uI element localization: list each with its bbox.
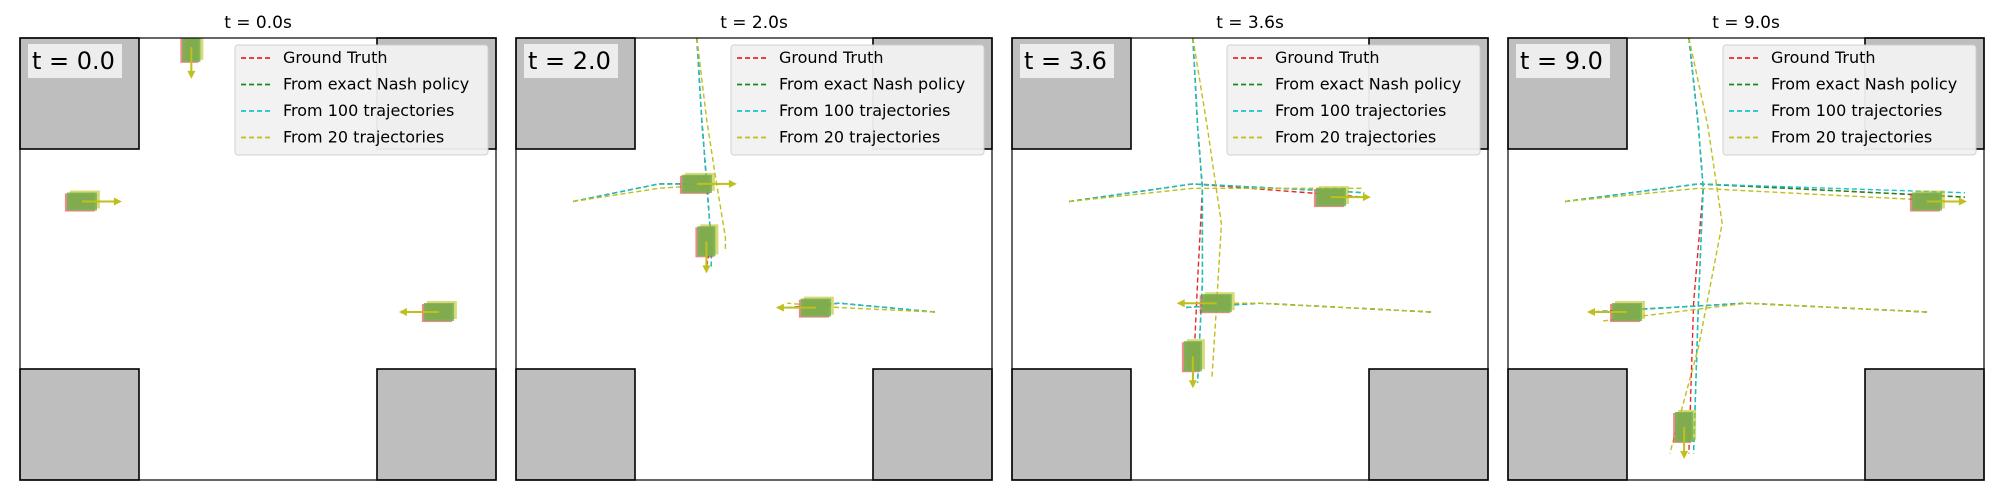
legend-label: From exact Nash policy: [1771, 75, 1957, 94]
heading-arrow-head: [775, 303, 784, 312]
time-badge-bg: [524, 44, 618, 78]
plot-frame: [515, 37, 993, 481]
wall-bottom-left: [1507, 368, 1628, 481]
wall-bottom-right: [376, 368, 497, 481]
heading-arrow-head: [702, 265, 711, 274]
heading-arrow-head: [398, 308, 407, 317]
panel-title: t = 0.0s: [224, 13, 292, 33]
vehicle: [1181, 339, 1205, 389]
wall-bottom-right: [1864, 368, 1985, 481]
panel-title: t = 9.0s: [1712, 13, 1780, 33]
trajectory-traj20: [1669, 38, 1723, 454]
trajectories: [572, 38, 935, 318]
time-badge-bg: [1020, 44, 1114, 78]
vehicle: [679, 172, 737, 194]
vehicle: [64, 190, 122, 212]
trajectory-traj20: [1069, 187, 1365, 203]
trajectory-traj20: [1192, 38, 1223, 379]
legend-box: [1722, 44, 1977, 156]
heading-arrow-head: [1587, 308, 1595, 317]
vehicle: [1587, 301, 1645, 323]
legend-label: From exact Nash policy: [283, 75, 469, 94]
heading-arrow-head: [728, 179, 737, 188]
trajectory-traj100: [1069, 183, 1365, 203]
time-badge: t = 0.0: [32, 47, 115, 75]
legend-label: From exact Nash policy: [779, 75, 965, 94]
time-badge-bg: [28, 44, 122, 78]
trajectories: [1565, 38, 1967, 459]
legend-label: From 20 trajectories: [779, 128, 940, 147]
vehicle: [695, 224, 719, 274]
plot-frame: [1011, 37, 1489, 481]
wall-bottom-right: [1368, 368, 1489, 481]
vehicle: [398, 301, 457, 323]
legend-label: From 100 trajectories: [1771, 101, 1942, 120]
heading-arrow-head: [1188, 380, 1197, 389]
heading-arrow-head: [187, 70, 196, 79]
legend-label: From 20 trajectories: [1275, 128, 1436, 147]
time-badge: t = 3.6: [1024, 47, 1107, 75]
heading-arrow-head: [1958, 197, 1967, 206]
legend-label: Ground Truth: [779, 48, 884, 67]
wall-bottom-left: [515, 368, 636, 481]
legend-box: [1226, 44, 1481, 156]
plot-frame: [19, 37, 497, 481]
time-badge: t = 9.0: [1520, 47, 1603, 75]
heading-arrow-head: [1362, 193, 1371, 202]
heading-arrow-head: [113, 197, 122, 206]
legend-label: From exact Nash policy: [1275, 75, 1461, 94]
trajectories: [1069, 38, 1431, 389]
vehicle: [1176, 292, 1235, 314]
vehicle: [1909, 190, 1967, 212]
legend-label: Ground Truth: [1771, 48, 1876, 67]
heading-arrow-head: [1176, 299, 1185, 308]
legend-label: Ground Truth: [283, 48, 388, 67]
vehicle: [180, 38, 204, 79]
panel-title: t = 3.6s: [1216, 13, 1284, 33]
legend-box: [234, 44, 489, 156]
vehicle: [775, 296, 834, 318]
legend-label: From 100 trajectories: [283, 101, 454, 120]
wall-bottom-left: [1011, 368, 1132, 481]
legend-label: Ground Truth: [1275, 48, 1380, 67]
plot-frame: [1507, 37, 1985, 481]
trajectory-traj20: [1565, 187, 1956, 203]
legend-label: From 20 trajectories: [1771, 128, 1932, 147]
wall-bottom-right: [872, 368, 993, 481]
trajectory-traj100: [1192, 38, 1204, 383]
time-badge: t = 2.0: [528, 47, 611, 75]
legend-label: From 100 trajectories: [779, 101, 950, 120]
wall-bottom-left: [19, 368, 140, 481]
trajectories: [64, 38, 457, 323]
legend-box: [730, 44, 985, 156]
legend-label: From 20 trajectories: [283, 128, 444, 147]
time-badge-bg: [1516, 44, 1610, 78]
panel-title: t = 2.0s: [720, 13, 788, 33]
heading-arrow-head: [1680, 450, 1689, 459]
legend-label: From 100 trajectories: [1275, 101, 1446, 120]
trajectory-traj100: [1565, 183, 1966, 203]
trajectory-traj20: [1603, 302, 1927, 322]
vehicle: [1673, 409, 1697, 459]
vehicle: [1313, 186, 1371, 208]
